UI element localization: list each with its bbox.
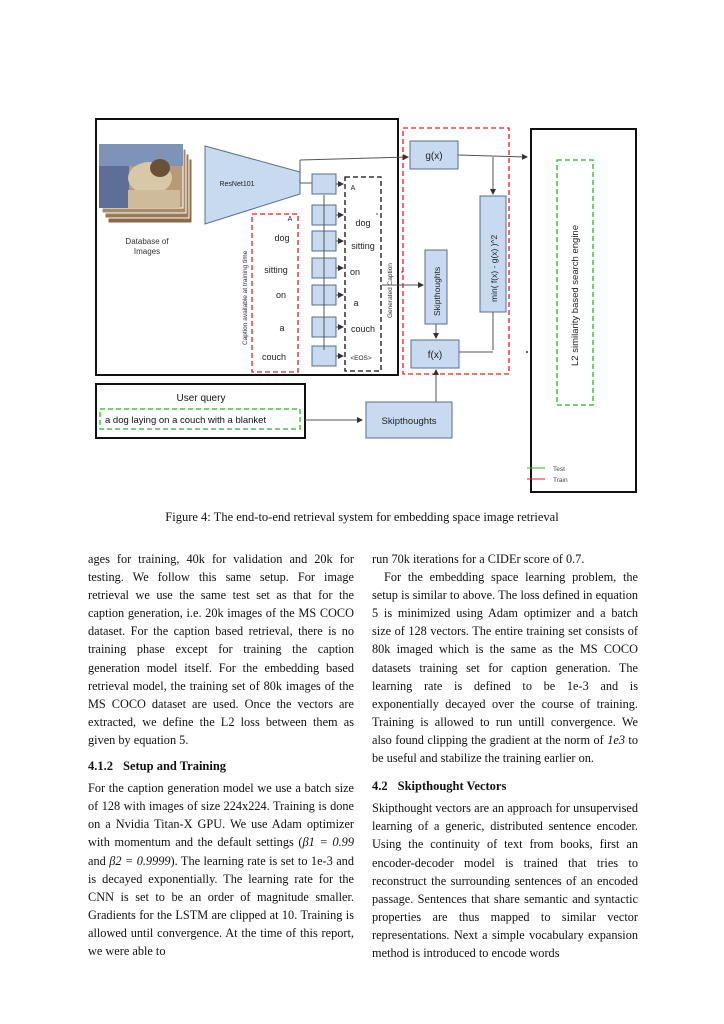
loss-block — [479, 195, 507, 313]
skipthoughts-query-label: Skipthoughts — [382, 416, 437, 427]
generated-word: on — [350, 267, 360, 277]
text-run: and — [88, 853, 110, 868]
resnet-block — [204, 145, 301, 225]
legend-test-label: Test — [553, 466, 565, 473]
section-heading-4-1-2: 4.1.2 Setup and Training — [88, 757, 354, 775]
train-word: on — [276, 290, 286, 300]
generated-word: a — [353, 298, 358, 308]
loss-label: min( f(x) - g(x) )^2 — [489, 234, 499, 302]
train-word: dog — [274, 233, 289, 243]
figure-caption: Figure 4: The end-to-end retrieval syste… — [165, 510, 559, 524]
left-paragraph-1: ages for training, 40k for validation an… — [88, 552, 354, 747]
user-query-title: User query — [177, 393, 226, 404]
generated-word: A — [351, 185, 356, 192]
left-paragraph-2: For the caption generation model we use … — [88, 779, 354, 960]
gx-label: g(x) — [425, 151, 442, 162]
train-word: sitting — [264, 265, 288, 275]
search-engine-test-box — [556, 159, 594, 406]
train-caption-box — [251, 213, 299, 373]
norm-value: 1e3 — [607, 732, 625, 747]
section-heading-4-2: 4.2 Skipthought Vectors — [372, 777, 638, 795]
legend-train-label: Train — [553, 477, 568, 484]
left-column: ages for training, 40k for validation an… — [88, 550, 354, 960]
user-query-text: a dog laying on a couch with a blanket — [105, 415, 266, 426]
right-paragraph-2: For the embedding space learning problem… — [372, 568, 638, 767]
lstm-cells — [311, 173, 344, 367]
text-run: ). The learning rate is set to 1e-3 and … — [88, 853, 354, 958]
caption-model-box — [95, 118, 399, 376]
train-word: a — [279, 323, 284, 333]
skipthoughts-label: Skipthoughts — [432, 267, 442, 316]
section-number: 4.1.2 — [88, 759, 113, 774]
skipthoughts-query-block — [365, 401, 453, 439]
generated-word: couch — [351, 324, 375, 334]
gx-block — [409, 140, 459, 170]
resnet-label: ResNet101 — [219, 181, 254, 188]
right-column: run 70k iterations for a CIDEr score of … — [372, 550, 638, 962]
fx-block — [410, 339, 460, 369]
beta2-value: β2 = 0.9999 — [109, 853, 171, 868]
user-query-test-box — [99, 408, 301, 430]
user-query-box — [95, 383, 306, 439]
text-run: For the caption generation model we use … — [88, 781, 354, 850]
generated-word: dog — [355, 218, 370, 228]
lstm-cell — [311, 173, 337, 195]
right-paragraph-3: Skipthought vectors are an approach for … — [372, 801, 638, 960]
database-label-line2: Images — [134, 247, 160, 256]
generated-axis-label: Generated Caption — [387, 263, 394, 318]
fx-label: f(x) — [428, 350, 442, 361]
search-engine-box — [530, 128, 637, 493]
generated-word: <EOS> — [350, 355, 372, 362]
beta1-value: β1 = 0.99 — [302, 835, 354, 850]
section-title: Setup and Training — [123, 759, 227, 774]
retrieval-system-figure: Database of Images ResNet101 Caption ava… — [95, 118, 637, 493]
database-images — [98, 143, 193, 224]
embedding-train-box — [402, 127, 510, 375]
text-run: For the embedding space learning problem… — [372, 570, 638, 747]
figure-legend: Test Train — [527, 466, 568, 484]
train-word: couch — [262, 352, 286, 362]
generated-caption-box — [344, 176, 382, 372]
section-number: 4.2 — [372, 779, 388, 794]
section-title: Skipthought Vectors — [397, 779, 507, 794]
text-run: to be useful and stabilize the training … — [372, 732, 638, 766]
generated-word: sitting — [351, 241, 375, 251]
search-engine-label: L2 similarity based search engine — [570, 225, 581, 366]
caption-axis-label: Caption available at training time — [242, 250, 249, 345]
database-label-line1: Database of — [125, 237, 169, 246]
right-paragraph-1: run 70k iterations for a CIDEr score of … — [372, 552, 585, 566]
train-word: A — [288, 216, 293, 223]
